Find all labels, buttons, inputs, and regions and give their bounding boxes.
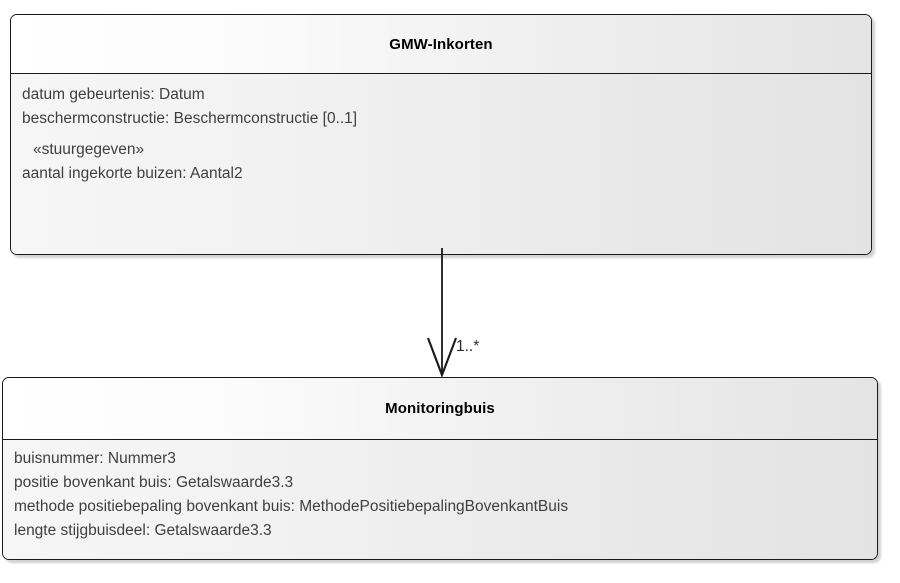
- class-box-monitoringbuis[interactable]: Monitoringbuis buisnummer: Nummer3 posit…: [2, 377, 878, 560]
- association-multiplicity-label: 1..*: [456, 338, 480, 355]
- arrowhead-open-down-icon: [427, 337, 457, 378]
- class-name-monitoringbuis: Monitoringbuis: [385, 400, 495, 417]
- attribute-row: datum gebeurtenis: Datum: [22, 86, 205, 103]
- class-name-gmw-inkorten: GMW-Inkorten: [389, 35, 493, 53]
- attribute-row: positie bovenkant buis: Getalswaarde3.3: [14, 474, 294, 491]
- attribute-row: beschermconstructie: Beschermconstructie…: [22, 110, 358, 127]
- association-connector[interactable]: [398, 248, 548, 383]
- class-header-monitoringbuis: Monitoringbuis: [3, 378, 877, 440]
- attribute-row: lengte stijgbuisdeel: Getalswaarde3.3: [14, 522, 272, 539]
- attribute-row: aantal ingekorte buizen: Aantal2: [22, 165, 243, 182]
- class-attributes-gmw-inkorten: datum gebeurtenis: Datum beschermconstru…: [11, 74, 871, 254]
- attribute-row: methode positiebepaling bovenkant buis: …: [14, 498, 569, 515]
- class-box-gmw-inkorten[interactable]: GMW-Inkorten datum gebeurtenis: Datum be…: [10, 14, 872, 255]
- attribute-row: buisnummer: Nummer3: [14, 450, 176, 467]
- attribute-stereotype: «stuurgegeven»: [33, 141, 145, 158]
- class-attributes-monitoringbuis: buisnummer: Nummer3 positie bovenkant bu…: [3, 440, 877, 559]
- class-header-gmw-inkorten: GMW-Inkorten: [11, 15, 871, 74]
